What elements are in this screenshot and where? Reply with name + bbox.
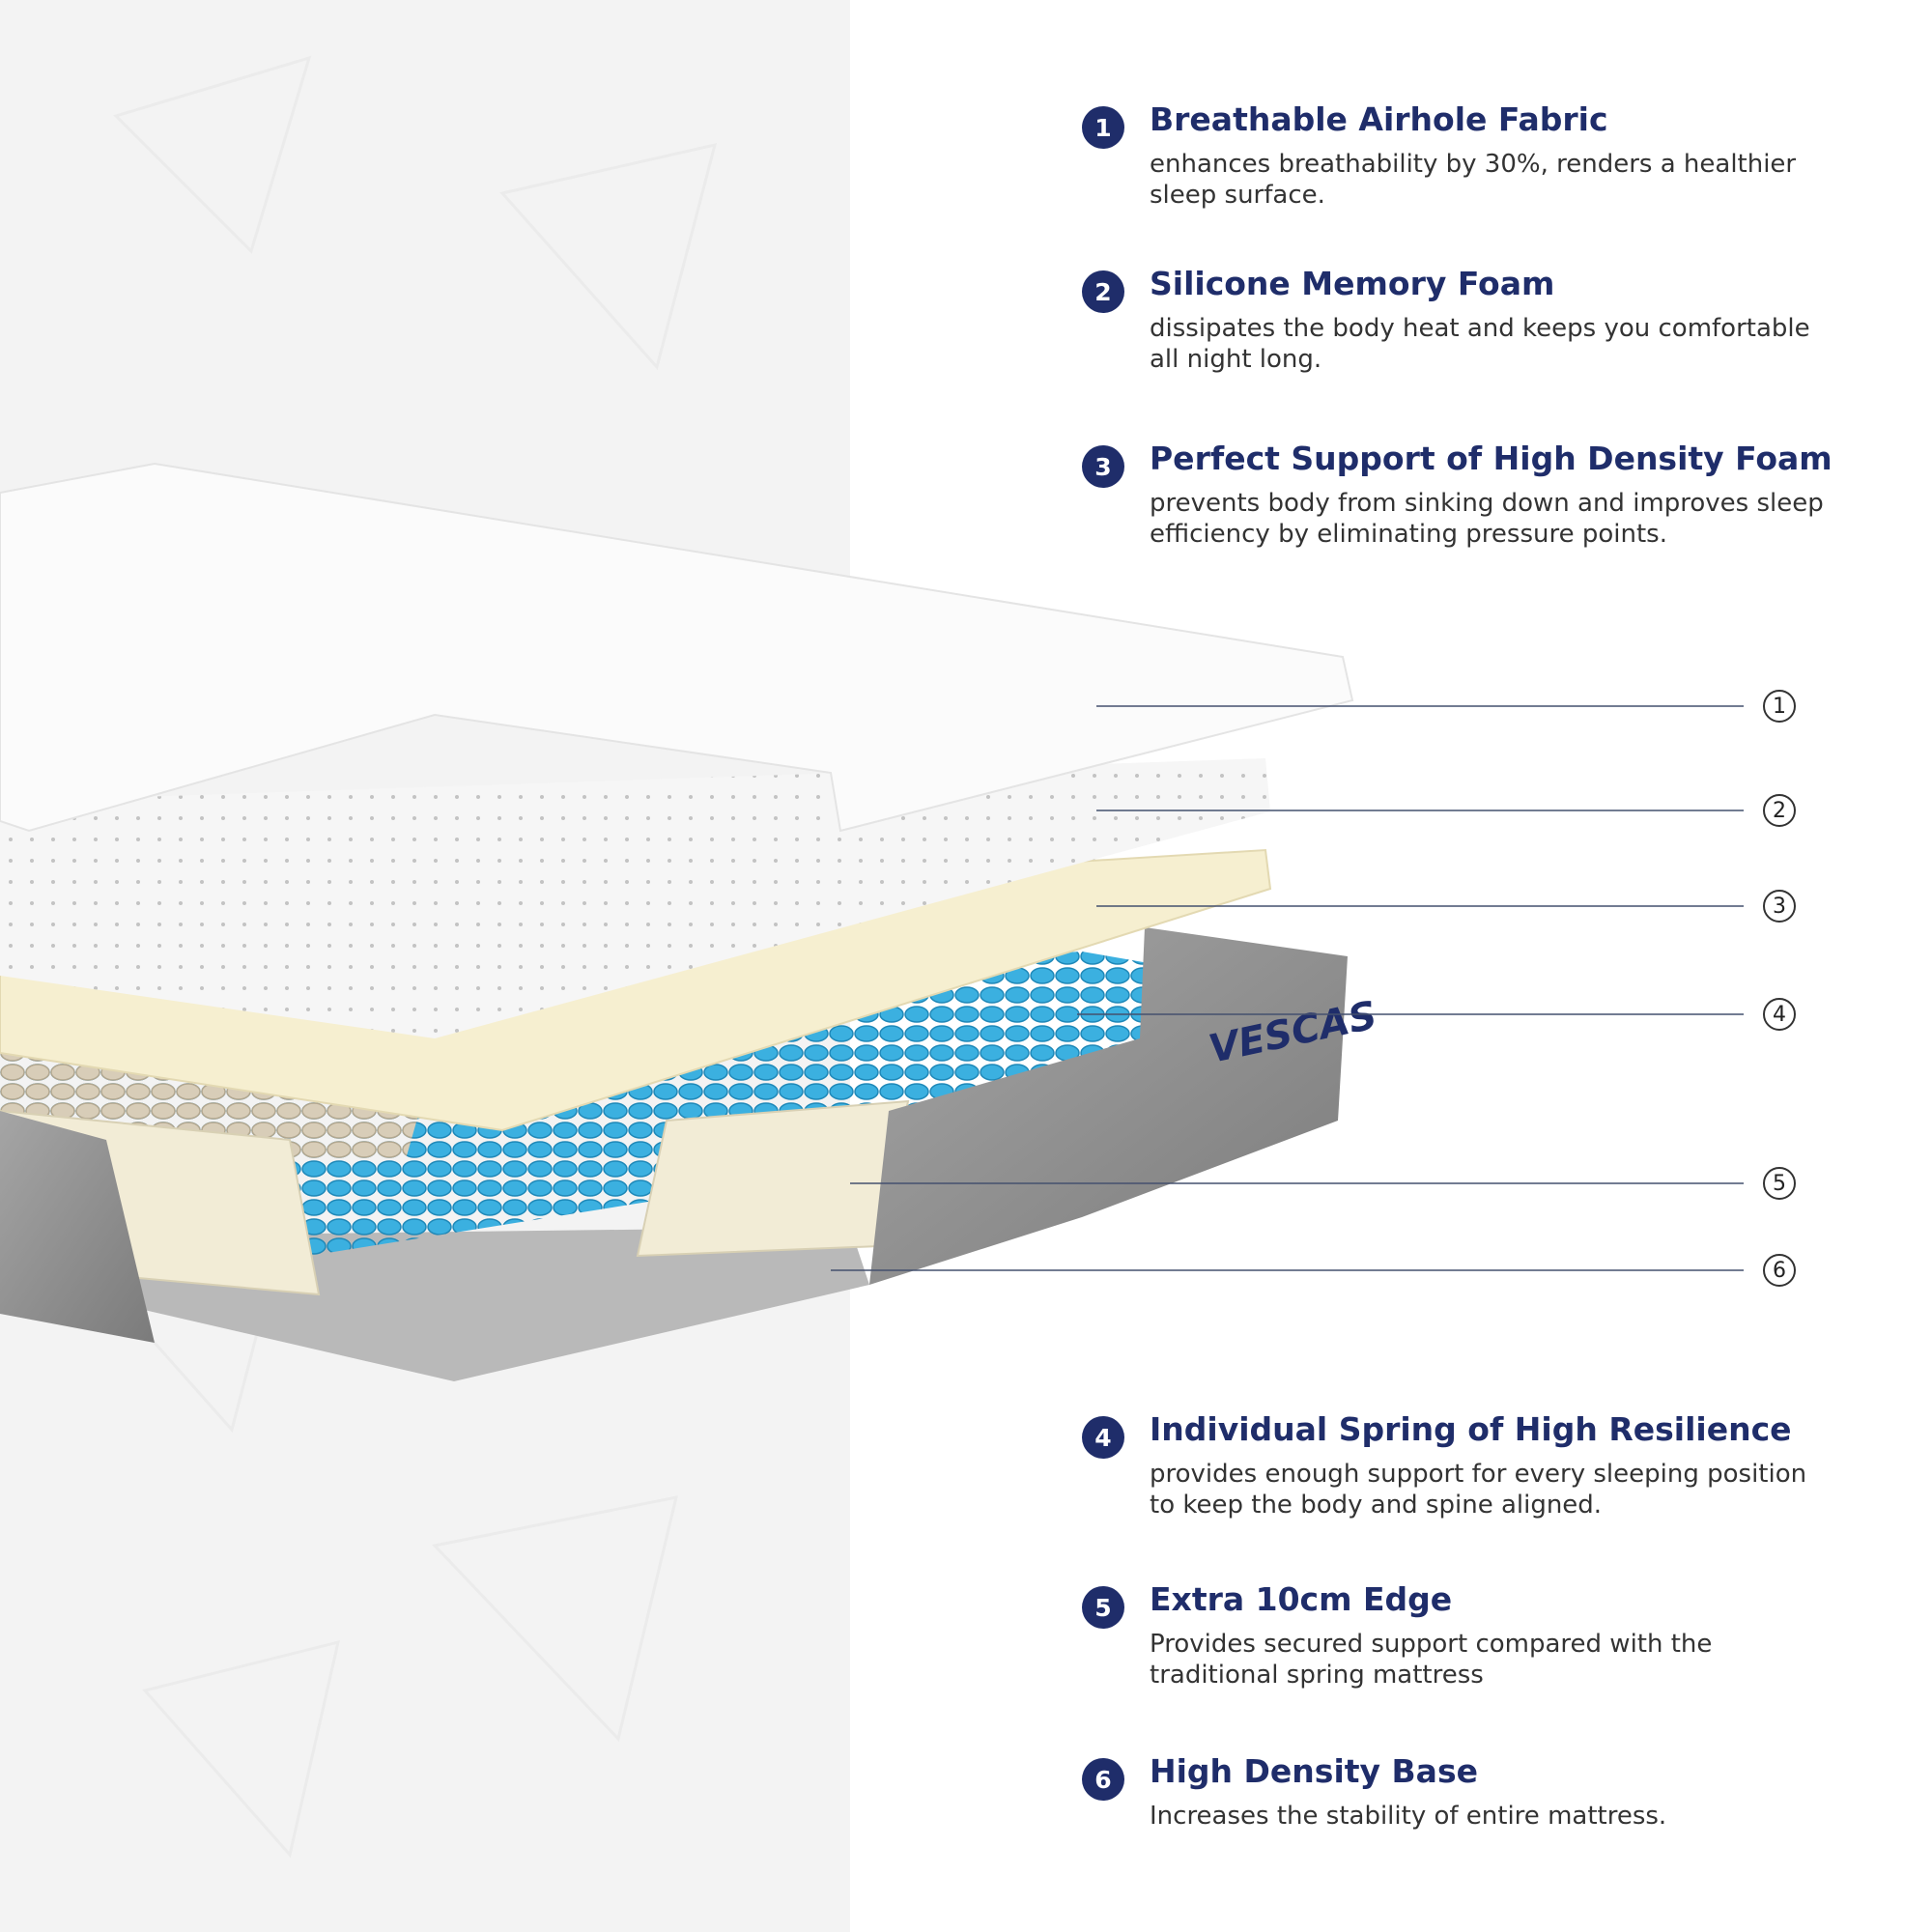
side-fabric-right bbox=[869, 927, 1348, 1285]
feature-description: enhances breathability by 30%, renders a… bbox=[1150, 150, 1797, 210]
feature-description: Provides secured support compared with t… bbox=[1150, 1630, 1713, 1690]
callout-3: 3 bbox=[1763, 890, 1796, 923]
side-fabric-left bbox=[0, 1111, 155, 1343]
feature-number-badge: 6 bbox=[1082, 1758, 1124, 1801]
leader-lines bbox=[831, 705, 1744, 1271]
layer-breathable-fabric bbox=[0, 462, 1354, 833]
feature-title: Breathable Airhole Fabric bbox=[1150, 100, 1608, 138]
feature-number-badge: 3 bbox=[1082, 445, 1124, 488]
feature-title: High Density Base bbox=[1150, 1752, 1478, 1790]
feature-title: Silicone Memory Foam bbox=[1150, 265, 1555, 302]
feature-description: dissipates the body heat and keeps you c… bbox=[1150, 314, 1810, 374]
feature-number-badge: 1 bbox=[1082, 106, 1124, 149]
feature-number-badge: 5 bbox=[1082, 1586, 1124, 1629]
callout-5: 5 bbox=[1763, 1167, 1796, 1200]
feature-description: prevents body from sinking down and impr… bbox=[1150, 489, 1824, 549]
feature-title: Extra 10cm Edge bbox=[1150, 1580, 1453, 1618]
feature-number-badge: 4 bbox=[1082, 1416, 1124, 1459]
callout-4: 4 bbox=[1763, 998, 1796, 1031]
callout-1: 1 bbox=[1763, 690, 1796, 723]
feature-title: Individual Spring of High Resilience bbox=[1150, 1410, 1792, 1448]
feature-description: provides enough support for every sleepi… bbox=[1150, 1460, 1807, 1520]
callout-6: 6 bbox=[1763, 1254, 1796, 1287]
callout-2: 2 bbox=[1763, 794, 1796, 827]
feature-number-badge: 2 bbox=[1082, 270, 1124, 313]
edge-foam-right bbox=[636, 1099, 910, 1258]
feature-title: Perfect Support of High Density Foam bbox=[1150, 440, 1833, 477]
feature-description: Increases the stability of entire mattre… bbox=[1150, 1802, 1667, 1831]
